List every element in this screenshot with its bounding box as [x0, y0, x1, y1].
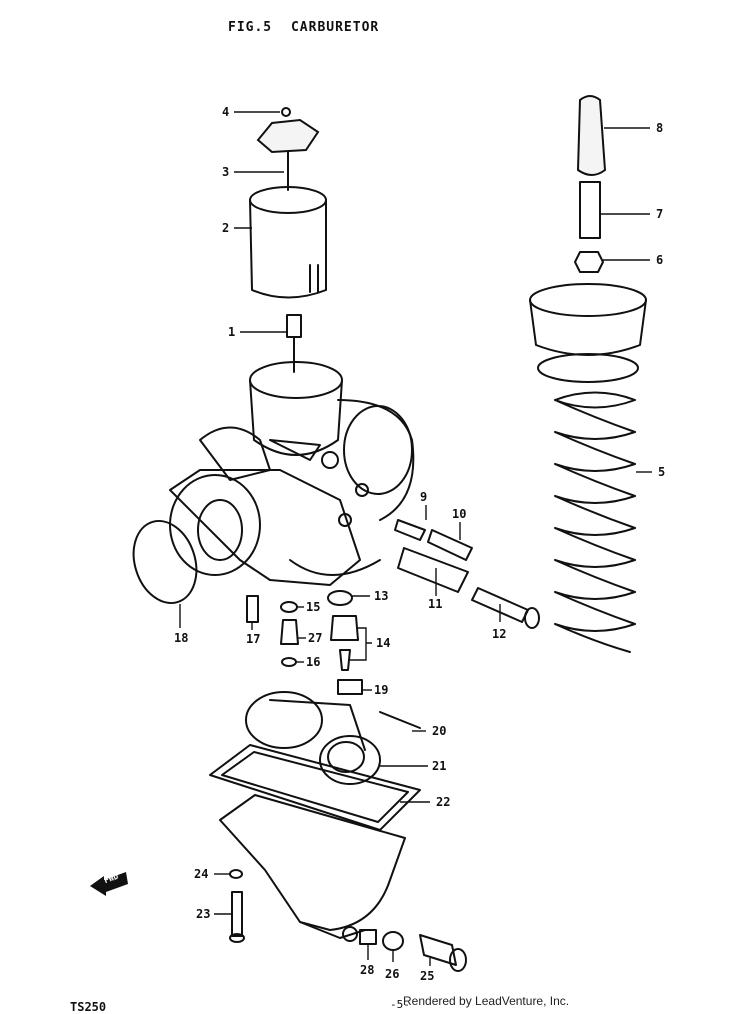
- part-2-throttle-valve: [249, 186, 327, 299]
- model-code: TS250: [70, 1000, 107, 1014]
- callout-label: 9: [420, 490, 427, 504]
- callout-label: 27: [308, 631, 322, 645]
- part-25-drain-plug: [419, 934, 467, 972]
- callout-label: 8: [656, 121, 663, 135]
- forward-arrow-icon: [90, 872, 128, 896]
- callout-8: 8: [604, 121, 663, 135]
- callout-label: 7: [656, 207, 663, 221]
- render-credit: Rendered by LeadVenture, Inc.: [403, 994, 570, 1008]
- part-28-plug: [359, 929, 377, 945]
- part-15-27-16-jets: [280, 601, 299, 667]
- callout-label: 23: [196, 907, 210, 921]
- callout-23: 23: [196, 907, 232, 921]
- callout-label: 4: [222, 105, 229, 119]
- callout-27: 27: [298, 631, 322, 645]
- part-11-12-air-screw: [397, 547, 540, 629]
- callout-5: 5: [636, 465, 665, 479]
- callout-label: 21: [432, 759, 446, 773]
- callout-16: 16: [296, 655, 320, 669]
- part-23-screw: [229, 891, 245, 943]
- diagram-title: FIG.5 CARBURETOR: [228, 20, 389, 35]
- part-13-14-needle-valve: [327, 590, 359, 671]
- part-20-pin: [379, 711, 421, 729]
- callout-13: 13: [352, 589, 388, 603]
- part-5-spring: [554, 391, 636, 653]
- callout-label: 11: [428, 597, 442, 611]
- callout-label: 1: [228, 325, 235, 339]
- callout-21: 21: [380, 759, 446, 773]
- callout-18: 18: [174, 604, 188, 645]
- part-6-locknut: [574, 251, 604, 273]
- callout-label: 17: [246, 632, 260, 646]
- part-17-pin: [246, 595, 259, 623]
- callout-12: 12: [492, 604, 506, 641]
- callout-20: 20: [412, 724, 446, 738]
- callout-label: 19: [374, 683, 388, 697]
- callout-4: 4: [222, 105, 280, 119]
- part-18-gasket: [132, 519, 198, 605]
- callout-label: 15: [306, 600, 320, 614]
- callout-17: 17: [246, 622, 260, 646]
- callout-label: 22: [436, 795, 450, 809]
- callout-1: 1: [228, 325, 286, 339]
- part-1-needle: [286, 314, 302, 373]
- callout-2: 2: [222, 221, 252, 235]
- callout-label: 5: [658, 465, 665, 479]
- callout-28: 28: [360, 944, 374, 977]
- callout-9: 9: [420, 490, 427, 520]
- page-number: -5-: [390, 998, 410, 1011]
- callout-label: 10: [452, 507, 466, 521]
- part-19-float-pin: [337, 679, 363, 695]
- part-26-washer: [382, 931, 404, 951]
- callout-3: 3: [222, 165, 284, 179]
- callout-22: 22: [400, 795, 450, 809]
- callout-label: 2: [222, 221, 229, 235]
- callout-label: 6: [656, 253, 663, 267]
- part-9-10-pilot-screw: [394, 519, 473, 561]
- callout-19: 19: [362, 683, 388, 697]
- callout-label: 14: [376, 636, 390, 650]
- callout-label: 3: [222, 165, 229, 179]
- callout-24: 24: [194, 867, 230, 881]
- callout-label: 26: [385, 967, 399, 981]
- callout-label: 13: [374, 589, 388, 603]
- part-4-screw: [281, 107, 291, 117]
- callout-label: 24: [194, 867, 208, 881]
- callout-label: 25: [420, 969, 434, 983]
- callout-label: 18: [174, 631, 188, 645]
- callout-10: 10: [452, 507, 466, 540]
- callout-25: 25: [420, 958, 434, 983]
- callout-14: 14: [350, 627, 390, 661]
- carburetor-top-cap: [529, 283, 647, 383]
- part-8-cable-adjuster: [576, 95, 607, 176]
- callout-11: 11: [428, 568, 442, 611]
- callout-7: 7: [600, 207, 663, 221]
- part-7-adjuster-screw: [579, 181, 601, 239]
- part-21-float: [245, 691, 381, 785]
- callout-6: 6: [603, 253, 663, 267]
- callout-label: 28: [360, 963, 374, 977]
- callout-15: 15: [297, 600, 320, 614]
- callout-label: 16: [306, 655, 320, 669]
- carburetor-body: [169, 361, 415, 586]
- float-bowl: [219, 794, 406, 942]
- part-24-washer: [229, 869, 243, 879]
- callout-26: 26: [385, 950, 399, 981]
- callout-label: 12: [492, 627, 506, 641]
- figure-number: FIG.5: [228, 20, 273, 35]
- figure-title: CARBURETOR: [290, 20, 380, 35]
- part-22-float-gasket: [209, 744, 421, 831]
- callout-label: 20: [432, 724, 446, 738]
- part-3-plate: [256, 118, 320, 191]
